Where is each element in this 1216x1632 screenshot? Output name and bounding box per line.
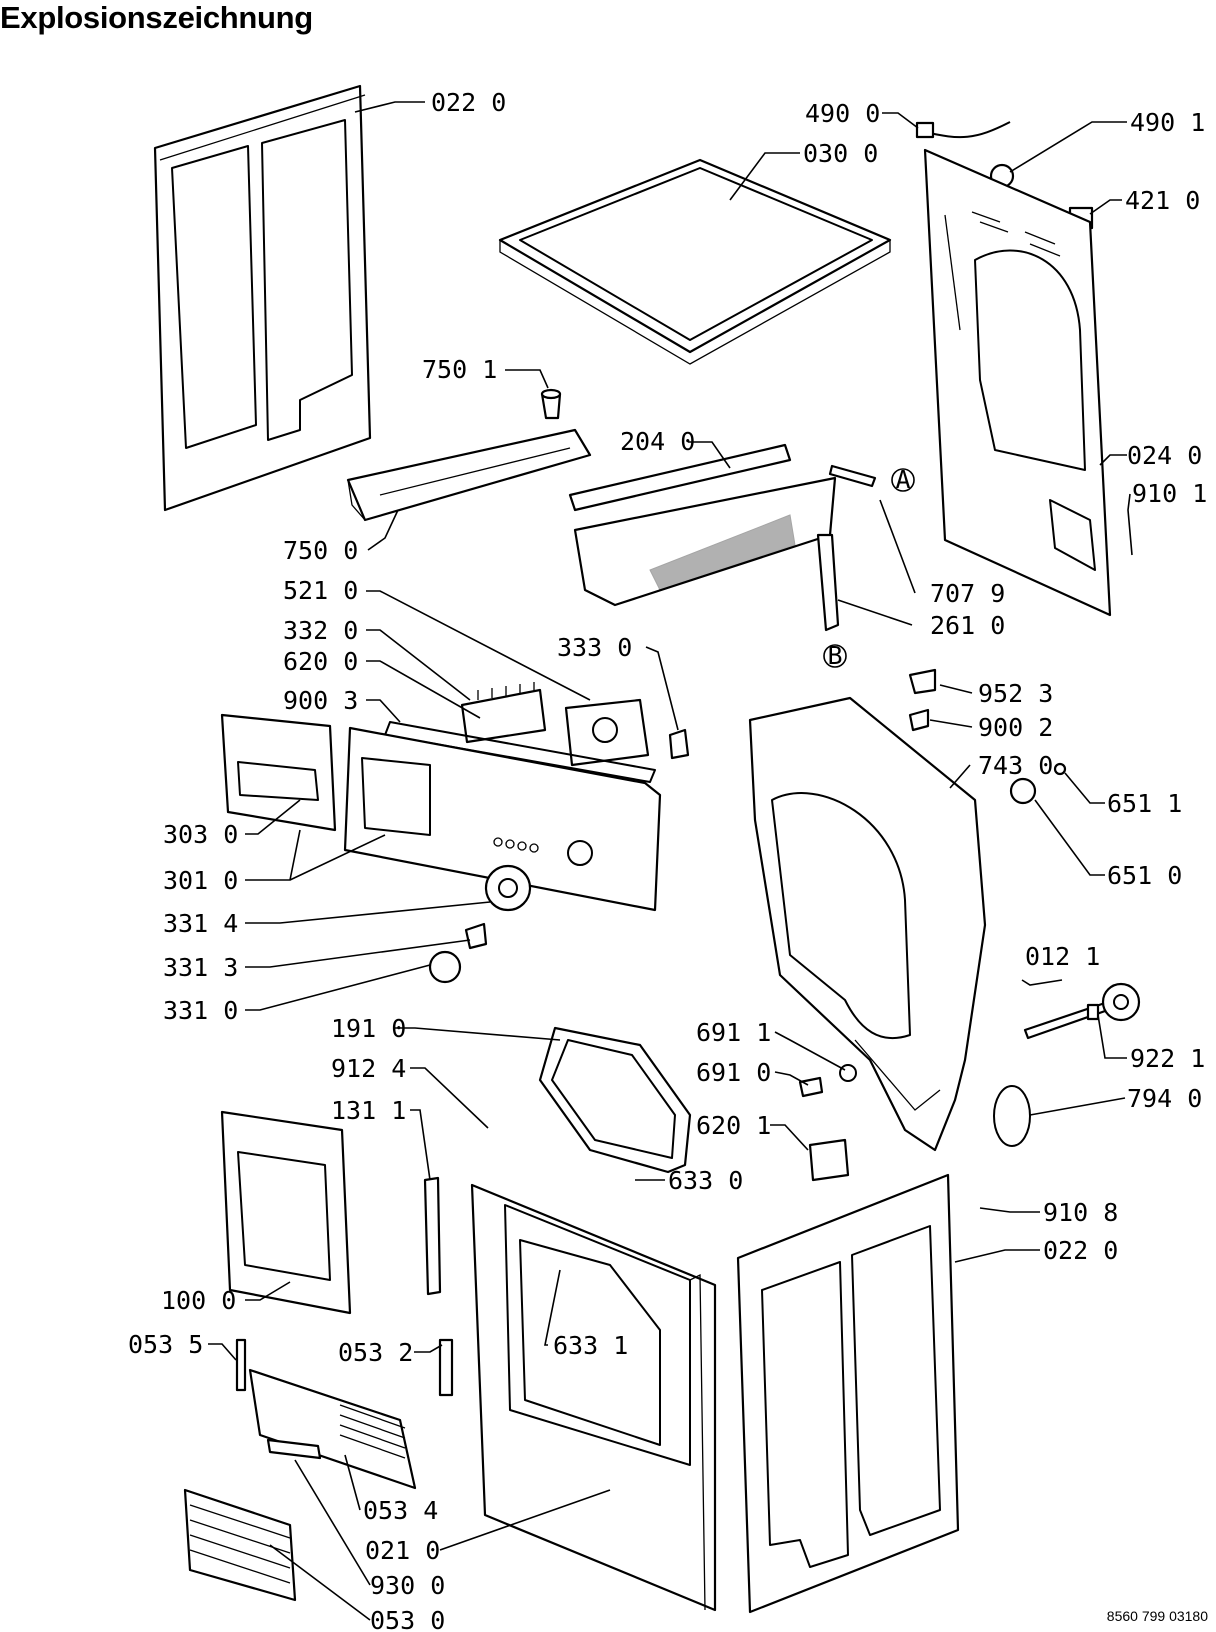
- part-label: 900 2: [978, 713, 1053, 742]
- door-hinge-bar: [423, 1176, 442, 1296]
- part-label: 707 9: [930, 579, 1005, 608]
- part-label: 333 0: [557, 633, 632, 662]
- part-label: 620 0: [283, 647, 358, 676]
- part-label: 331 0: [163, 996, 238, 1025]
- part-label: 022 0: [1043, 1236, 1118, 1265]
- part-label: 204 0: [620, 427, 695, 456]
- part-label: 024 0: [1127, 441, 1202, 470]
- sensor-part: A B: [823, 464, 915, 670]
- part-label: 053 0: [370, 1606, 445, 1632]
- part-label: 952 3: [978, 679, 1053, 708]
- document-number: 8560 799 03180: [1106, 1608, 1208, 1624]
- page-title: Explosionszeichnung: [0, 0, 313, 35]
- part-label: 691 0: [696, 1058, 771, 1087]
- part-label: 022 0: [431, 88, 506, 117]
- leader-lines: [208, 101, 1133, 1621]
- part-label: 651 1: [1107, 789, 1182, 818]
- part-label: 030 0: [803, 139, 878, 168]
- part-label: 053 5: [128, 1330, 203, 1359]
- filter-cover: [235, 1338, 454, 1490]
- part-label: 633 0: [668, 1166, 743, 1195]
- drum-carrier: [748, 696, 987, 1152]
- door-lock-parts: [798, 1064, 857, 1182]
- part-label: 331 3: [163, 953, 238, 982]
- part-label: 691 1: [696, 1018, 771, 1047]
- part-label: 910 1: [1132, 479, 1207, 508]
- part-label: 743 0: [978, 751, 1053, 780]
- part-label: 910 8: [1043, 1198, 1118, 1227]
- part-label: 053 2: [338, 1338, 413, 1367]
- part-label: 794 0: [1127, 1084, 1202, 1113]
- part-label: 922 1: [1130, 1044, 1205, 1073]
- part-label: 930 0: [370, 1571, 445, 1600]
- part-label: 331 4: [163, 909, 238, 938]
- part-label: 191 0: [331, 1014, 406, 1043]
- marker-a: A: [895, 465, 910, 494]
- small-cap: [540, 388, 562, 420]
- filter-grille: [183, 1488, 297, 1602]
- part-labels: 022 0 030 0 490 0 490 1 421 0 750 1 204 …: [128, 88, 1207, 1632]
- condenser-tray: [568, 443, 840, 632]
- side-panel-right: [736, 1173, 960, 1614]
- part-label: 912 4: [331, 1054, 406, 1083]
- marker-b: B: [827, 641, 842, 670]
- part-label: 012 1: [1025, 942, 1100, 971]
- part-label: 021 0: [365, 1536, 440, 1565]
- door-seal: [538, 1026, 692, 1174]
- part-label: 131 1: [331, 1096, 406, 1125]
- part-label: 332 0: [283, 616, 358, 645]
- knob-assembly: [428, 864, 532, 984]
- part-label: 750 0: [283, 536, 358, 565]
- part-label: 651 0: [1107, 861, 1182, 890]
- front-panel: [470, 1183, 717, 1612]
- service-frame: [220, 1110, 352, 1315]
- part-label: 490 1: [1130, 108, 1205, 137]
- part-label: 421 0: [1125, 186, 1200, 215]
- rear-panel: [923, 148, 1112, 617]
- part-label: 303 0: [163, 820, 238, 849]
- part-label: 750 1: [422, 355, 497, 384]
- part-label: 633 1: [553, 1331, 628, 1360]
- dispenser-rail: [346, 428, 592, 522]
- small-fittings: [908, 668, 1067, 805]
- detergent-drawer: [220, 713, 337, 832]
- part-label: 620 1: [696, 1111, 771, 1140]
- drive-shaft: [1023, 982, 1141, 1040]
- part-label: 521 0: [283, 576, 358, 605]
- control-electronics: [384, 682, 690, 783]
- belt-ring: [993, 1085, 1031, 1147]
- control-panel: [343, 726, 662, 912]
- part-label: 261 0: [930, 611, 1005, 640]
- part-label: 900 3: [283, 686, 358, 715]
- side-panel-left: [153, 84, 372, 512]
- part-label: 301 0: [163, 866, 238, 895]
- part-label: 053 4: [363, 1496, 438, 1525]
- top-cover: [498, 158, 892, 365]
- part-label: 100 0: [161, 1286, 236, 1315]
- part-label: 490 0: [805, 99, 880, 128]
